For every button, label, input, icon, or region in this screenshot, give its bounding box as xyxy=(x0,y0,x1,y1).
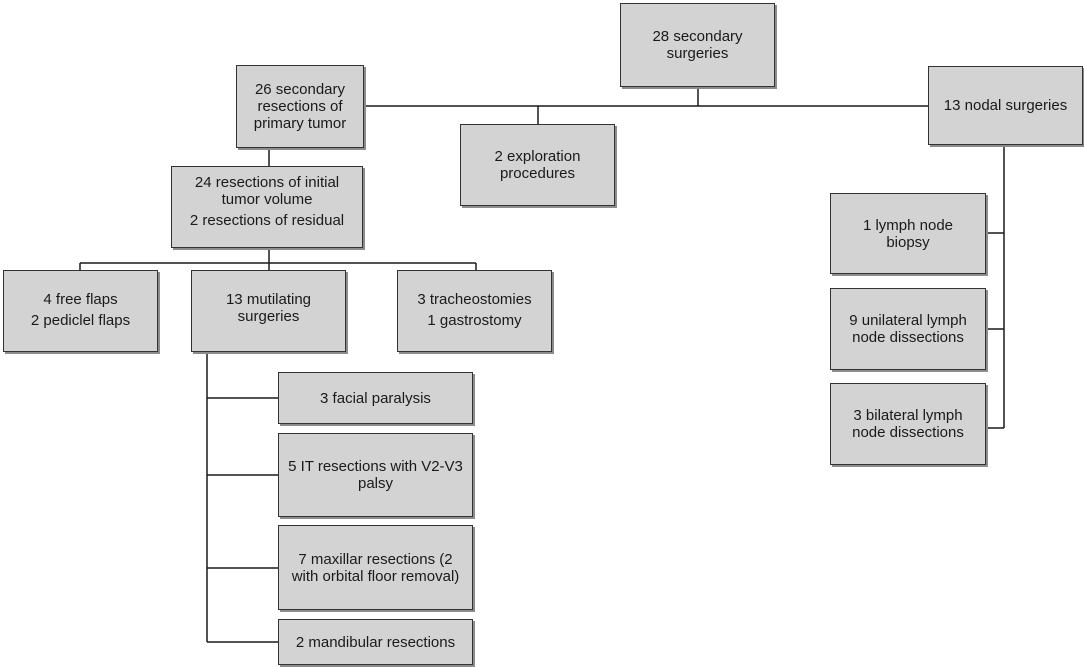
node-initial-volume-line2: 2 resections of residual xyxy=(189,212,345,229)
node-maxillar-resections: 7 maxillar resections (2 with orbital fl… xyxy=(278,525,473,610)
node-primary-tumor-label: 26 secondary resections of primary tumor xyxy=(253,81,347,132)
node-mutilating: 13 mutilating surgeries xyxy=(191,270,346,352)
node-primary-tumor: 26 secondary resections of primary tumor xyxy=(236,65,364,148)
node-tracheostomies-line2: 1 gastrostomy xyxy=(427,312,522,329)
node-mandibular-resections-label: 2 mandibular resections xyxy=(295,633,456,651)
node-initial-volume: 24 resections of initial tumor volume 2 … xyxy=(171,166,363,248)
node-flaps: 4 free flaps 2 pediclel flaps xyxy=(3,270,158,352)
node-it-resections: 5 IT resections with V2-V3 palsy xyxy=(278,433,473,517)
node-unilateral-dissections-label: 9 unilateral lymph node dissections xyxy=(849,312,967,346)
node-root-label: 28 secondary surgeries xyxy=(652,28,743,62)
node-unilateral-dissections: 9 unilateral lymph node dissections xyxy=(830,288,986,370)
node-root: 28 secondary surgeries xyxy=(620,3,775,87)
node-initial-volume-line1: 24 resections of initial tumor volume xyxy=(194,174,340,208)
node-mandibular-resections: 2 mandibular resections xyxy=(278,619,473,665)
node-tracheostomies: 3 tracheostomies 1 gastrostomy xyxy=(397,270,552,352)
node-facial-paralysis: 3 facial paralysis xyxy=(278,372,473,424)
node-bilateral-dissections: 3 bilateral lymph node dissections xyxy=(830,383,986,465)
node-tracheostomies-line1: 3 tracheostomies xyxy=(417,291,532,308)
node-nodal-surgeries: 13 nodal surgeries xyxy=(928,66,1083,145)
node-exploration-label: 2 exploration procedures xyxy=(494,148,581,182)
node-maxillar-resections-label: 7 maxillar resections (2 with orbital fl… xyxy=(291,550,460,585)
node-facial-paralysis-label: 3 facial paralysis xyxy=(320,389,431,407)
node-lymph-biopsy: 1 lymph node biopsy xyxy=(830,193,986,274)
node-exploration: 2 exploration procedures xyxy=(460,124,615,206)
node-nodal-surgeries-label: 13 nodal surgeries xyxy=(943,97,1068,114)
node-it-resections-label: 5 IT resections with V2-V3 palsy xyxy=(288,458,463,492)
node-lymph-biopsy-label: 1 lymph node biopsy xyxy=(862,216,954,251)
node-mutilating-label: 13 mutilating surgeries xyxy=(225,291,312,325)
node-flaps-line1: 4 free flaps xyxy=(43,291,118,308)
node-flaps-line2: 2 pediclel flaps xyxy=(30,312,131,329)
node-bilateral-dissections-label: 3 bilateral lymph node dissections xyxy=(852,407,964,441)
